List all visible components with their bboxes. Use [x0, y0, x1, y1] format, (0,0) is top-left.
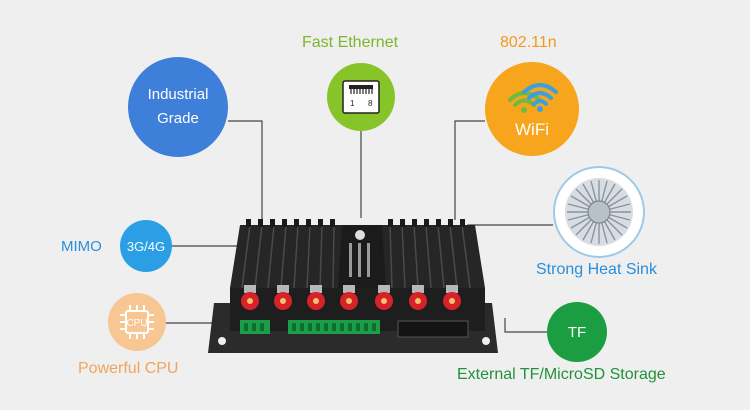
terminal-blocks	[240, 320, 380, 334]
tf-badge-text: TF	[567, 323, 587, 341]
cpu-badge: CPU	[108, 293, 166, 351]
ethernet-badge: 1 8	[327, 63, 395, 131]
fast-ethernet-label: Fast Ethernet	[302, 34, 399, 51]
cpu-chip-text: CPU	[126, 318, 147, 329]
line-tf	[504, 318, 547, 333]
heatsink-icon	[565, 178, 633, 246]
line-industrial	[228, 120, 263, 220]
router-device-image	[208, 219, 498, 353]
storage-label: External TF/MicroSD Storage	[457, 366, 666, 383]
industrial-grade-badge: Industrial Grade	[128, 57, 228, 157]
tf-badge: TF	[547, 302, 607, 362]
mimo-label: MIMO	[61, 238, 102, 255]
sd-card-slot	[397, 320, 469, 338]
rj45-pin-1: 1	[350, 99, 355, 108]
line-wifi	[454, 120, 485, 220]
heatsink-label: Strong Heat Sink	[536, 261, 657, 278]
rj45-pin-8: 8	[368, 99, 373, 108]
wifi-badge: WiFi	[485, 62, 579, 156]
mount-hole-right	[482, 337, 490, 345]
mount-hole-left	[218, 337, 226, 345]
industrial-grade-text: Industrial Grade	[147, 86, 209, 127]
network-badge: 3G/4G	[120, 220, 172, 272]
cpu-chip-icon: CPU	[120, 305, 154, 339]
cpu-label: Powerful CPU	[78, 360, 179, 377]
rj45-port-icon: 1 8	[342, 80, 380, 114]
heatsink-badge	[553, 166, 645, 258]
wifi-standard-label: 802.11n	[500, 34, 557, 51]
network-badge-text: 3G/4G	[126, 238, 166, 254]
wifi-icon-text: WiFi	[515, 120, 549, 139]
antenna-connectors	[241, 285, 461, 310]
wifi-icon	[508, 83, 558, 113]
